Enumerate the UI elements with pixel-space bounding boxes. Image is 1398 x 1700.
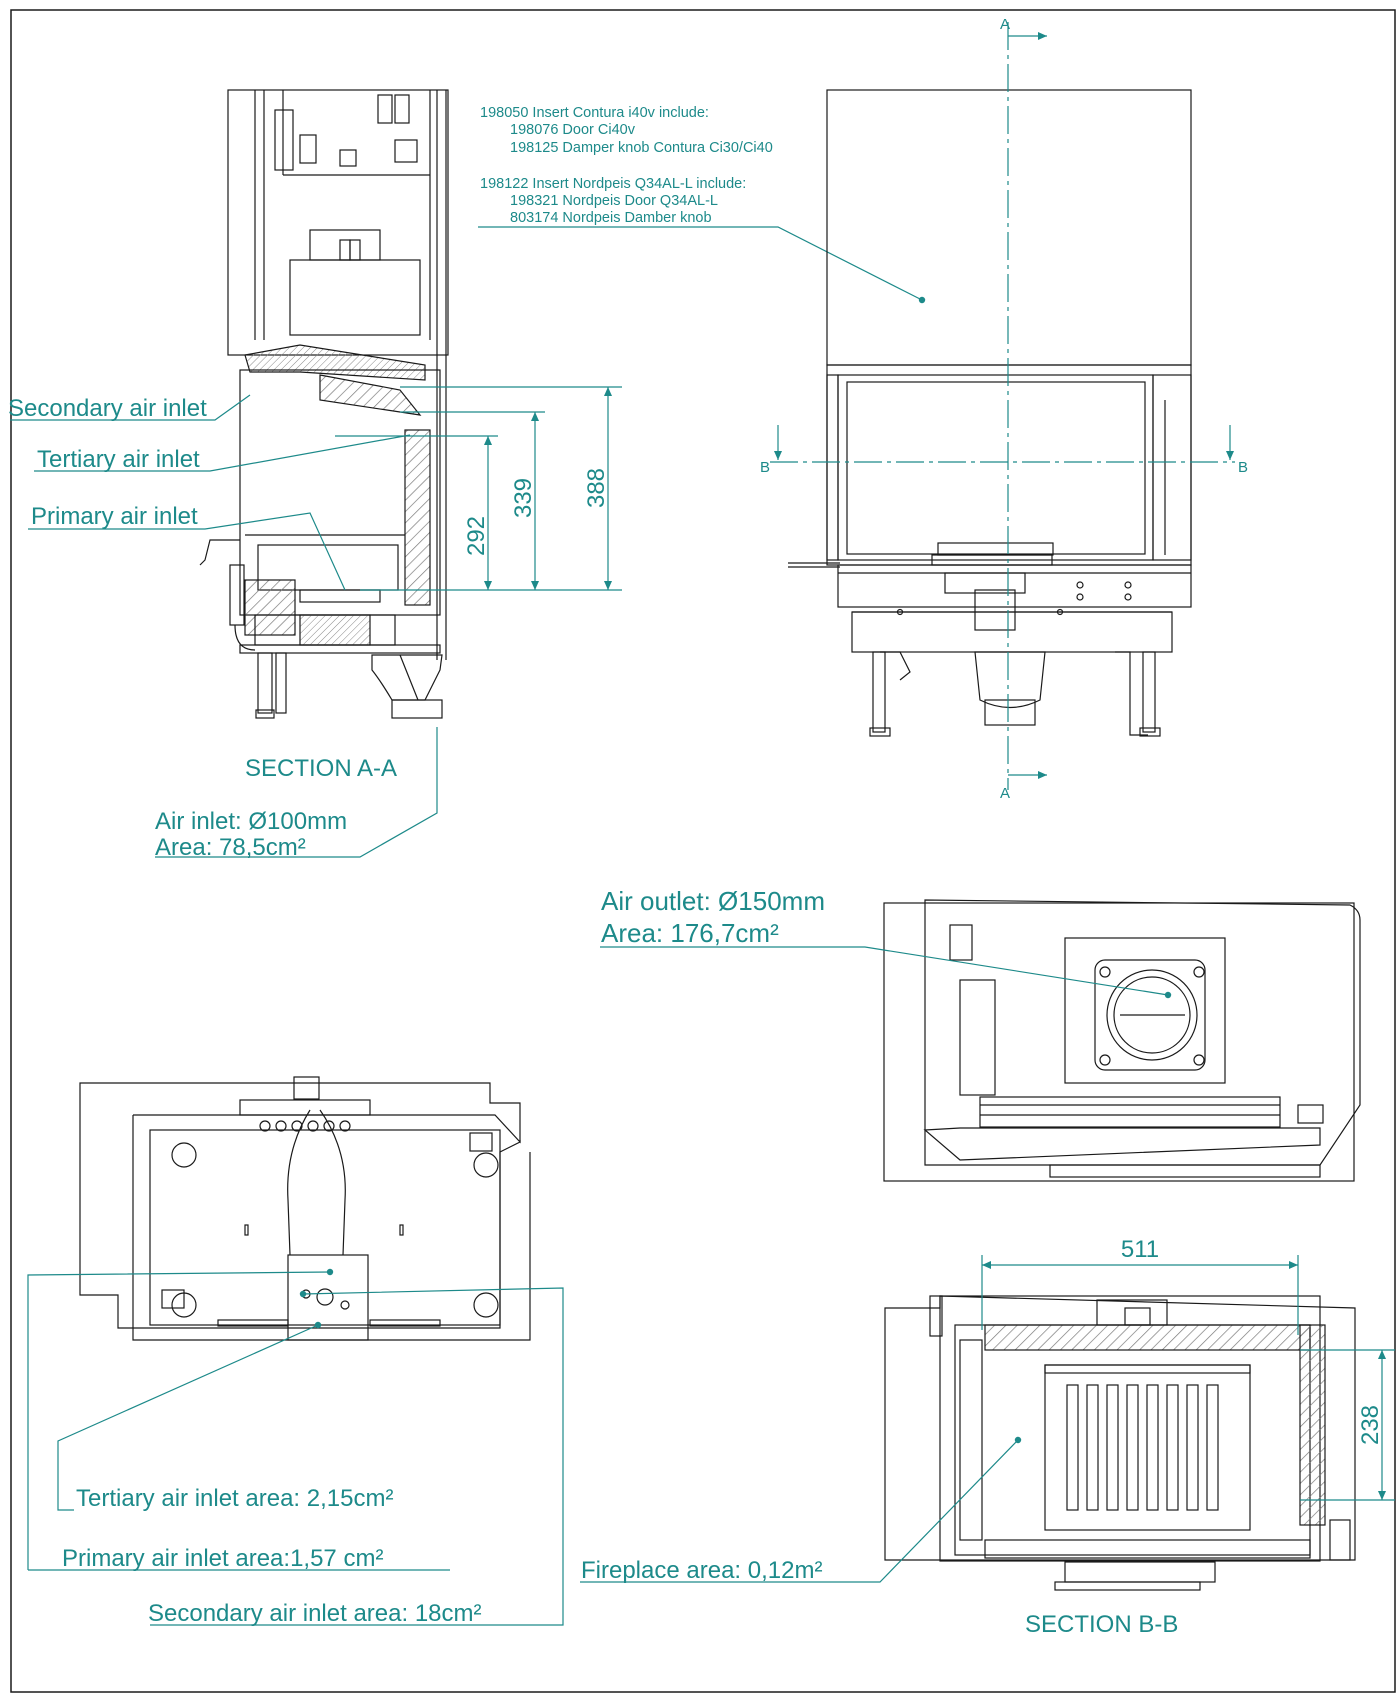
primary-air-inlet-label: Primary air inlet — [31, 503, 198, 530]
tertiary-air-inlet-area: Tertiary air inlet area: 2,15cm² — [76, 1485, 393, 1512]
section-bb-labels: 511 238 Fireplace area: 0,12m² SECTION B… — [581, 1236, 1384, 1638]
fireplace-area-label: Fireplace area: 0,12m² — [581, 1557, 822, 1584]
parts-group2-title: 198122 Insert Nordpeis Q34AL-L include: — [480, 176, 746, 192]
cut-a-top: A — [1000, 16, 1010, 33]
section-aa-dimensions — [10, 386, 622, 858]
width-dimension-511: 511 — [1121, 1236, 1159, 1263]
tertiary-air-inlet-label: Tertiary air inlet — [37, 446, 200, 473]
cut-b-left: B — [760, 459, 770, 476]
air-inlet-area: Area: 78,5cm² — [155, 834, 306, 861]
section-bb-title: SECTION B-B — [1025, 1611, 1178, 1638]
front-view-labels: A A B B — [760, 16, 1248, 802]
air-inlet-diameter: Air inlet: Ø100mm — [155, 808, 347, 835]
section-aa-drawing — [199, 89, 449, 719]
parts-list-leader — [478, 226, 926, 304]
sheet-border — [10, 9, 1396, 1693]
parts-group1-title: 198050 Insert Contura i40v include: — [480, 105, 709, 121]
dimension-388: 388 — [583, 468, 610, 508]
parts-list: 198050 Insert Contura i40v include: 1980… — [480, 105, 773, 226]
air-outlet-diameter: Air outlet: Ø150mm — [601, 886, 825, 916]
air-outlet-leader — [600, 946, 1172, 999]
depth-dimension-238: 238 — [1357, 1405, 1384, 1445]
air-outlet-area: Area: 176,7cm² — [601, 918, 779, 948]
section-aa-labels: Secondary air inlet Tertiary air inlet P… — [8, 395, 610, 861]
parts-group2-item2: 803174 Nordpeis Damber knob — [510, 210, 712, 226]
cut-b-right: B — [1238, 459, 1248, 476]
secondary-air-inlet-area: Secondary air inlet area: 18cm² — [148, 1600, 482, 1627]
parts-group1-item1: 198076 Door Ci40v — [510, 122, 636, 138]
section-bb-drawing — [884, 1295, 1356, 1591]
section-aa-title: SECTION A-A — [245, 755, 397, 782]
dimension-339: 339 — [510, 478, 537, 518]
top-view-drawing — [883, 899, 1361, 1182]
secondary-air-inlet-label: Secondary air inlet — [8, 395, 207, 422]
bottom-view-labels: Tertiary air inlet area: 2,15cm² Primary… — [62, 1485, 482, 1627]
top-view-labels: Air outlet: Ø150mm Area: 176,7cm² — [601, 886, 825, 948]
cut-a-bottom: A — [1000, 785, 1010, 802]
section-bb-dimensions — [580, 1255, 1395, 1583]
dimension-292: 292 — [463, 516, 490, 556]
front-view-drawing — [788, 89, 1192, 737]
primary-air-inlet-area: Primary air inlet area:1,57 cm² — [62, 1545, 383, 1572]
parts-group2-item1: 198321 Nordpeis Door Q34AL-L — [510, 193, 718, 209]
bottom-view-leaders — [27, 1268, 564, 1626]
parts-group1-item2: 198125 Damper knob Contura Ci30/Ci40 — [510, 140, 773, 156]
front-view-cut-lines — [770, 22, 1235, 790]
bottom-view-drawing — [79, 1076, 531, 1341]
